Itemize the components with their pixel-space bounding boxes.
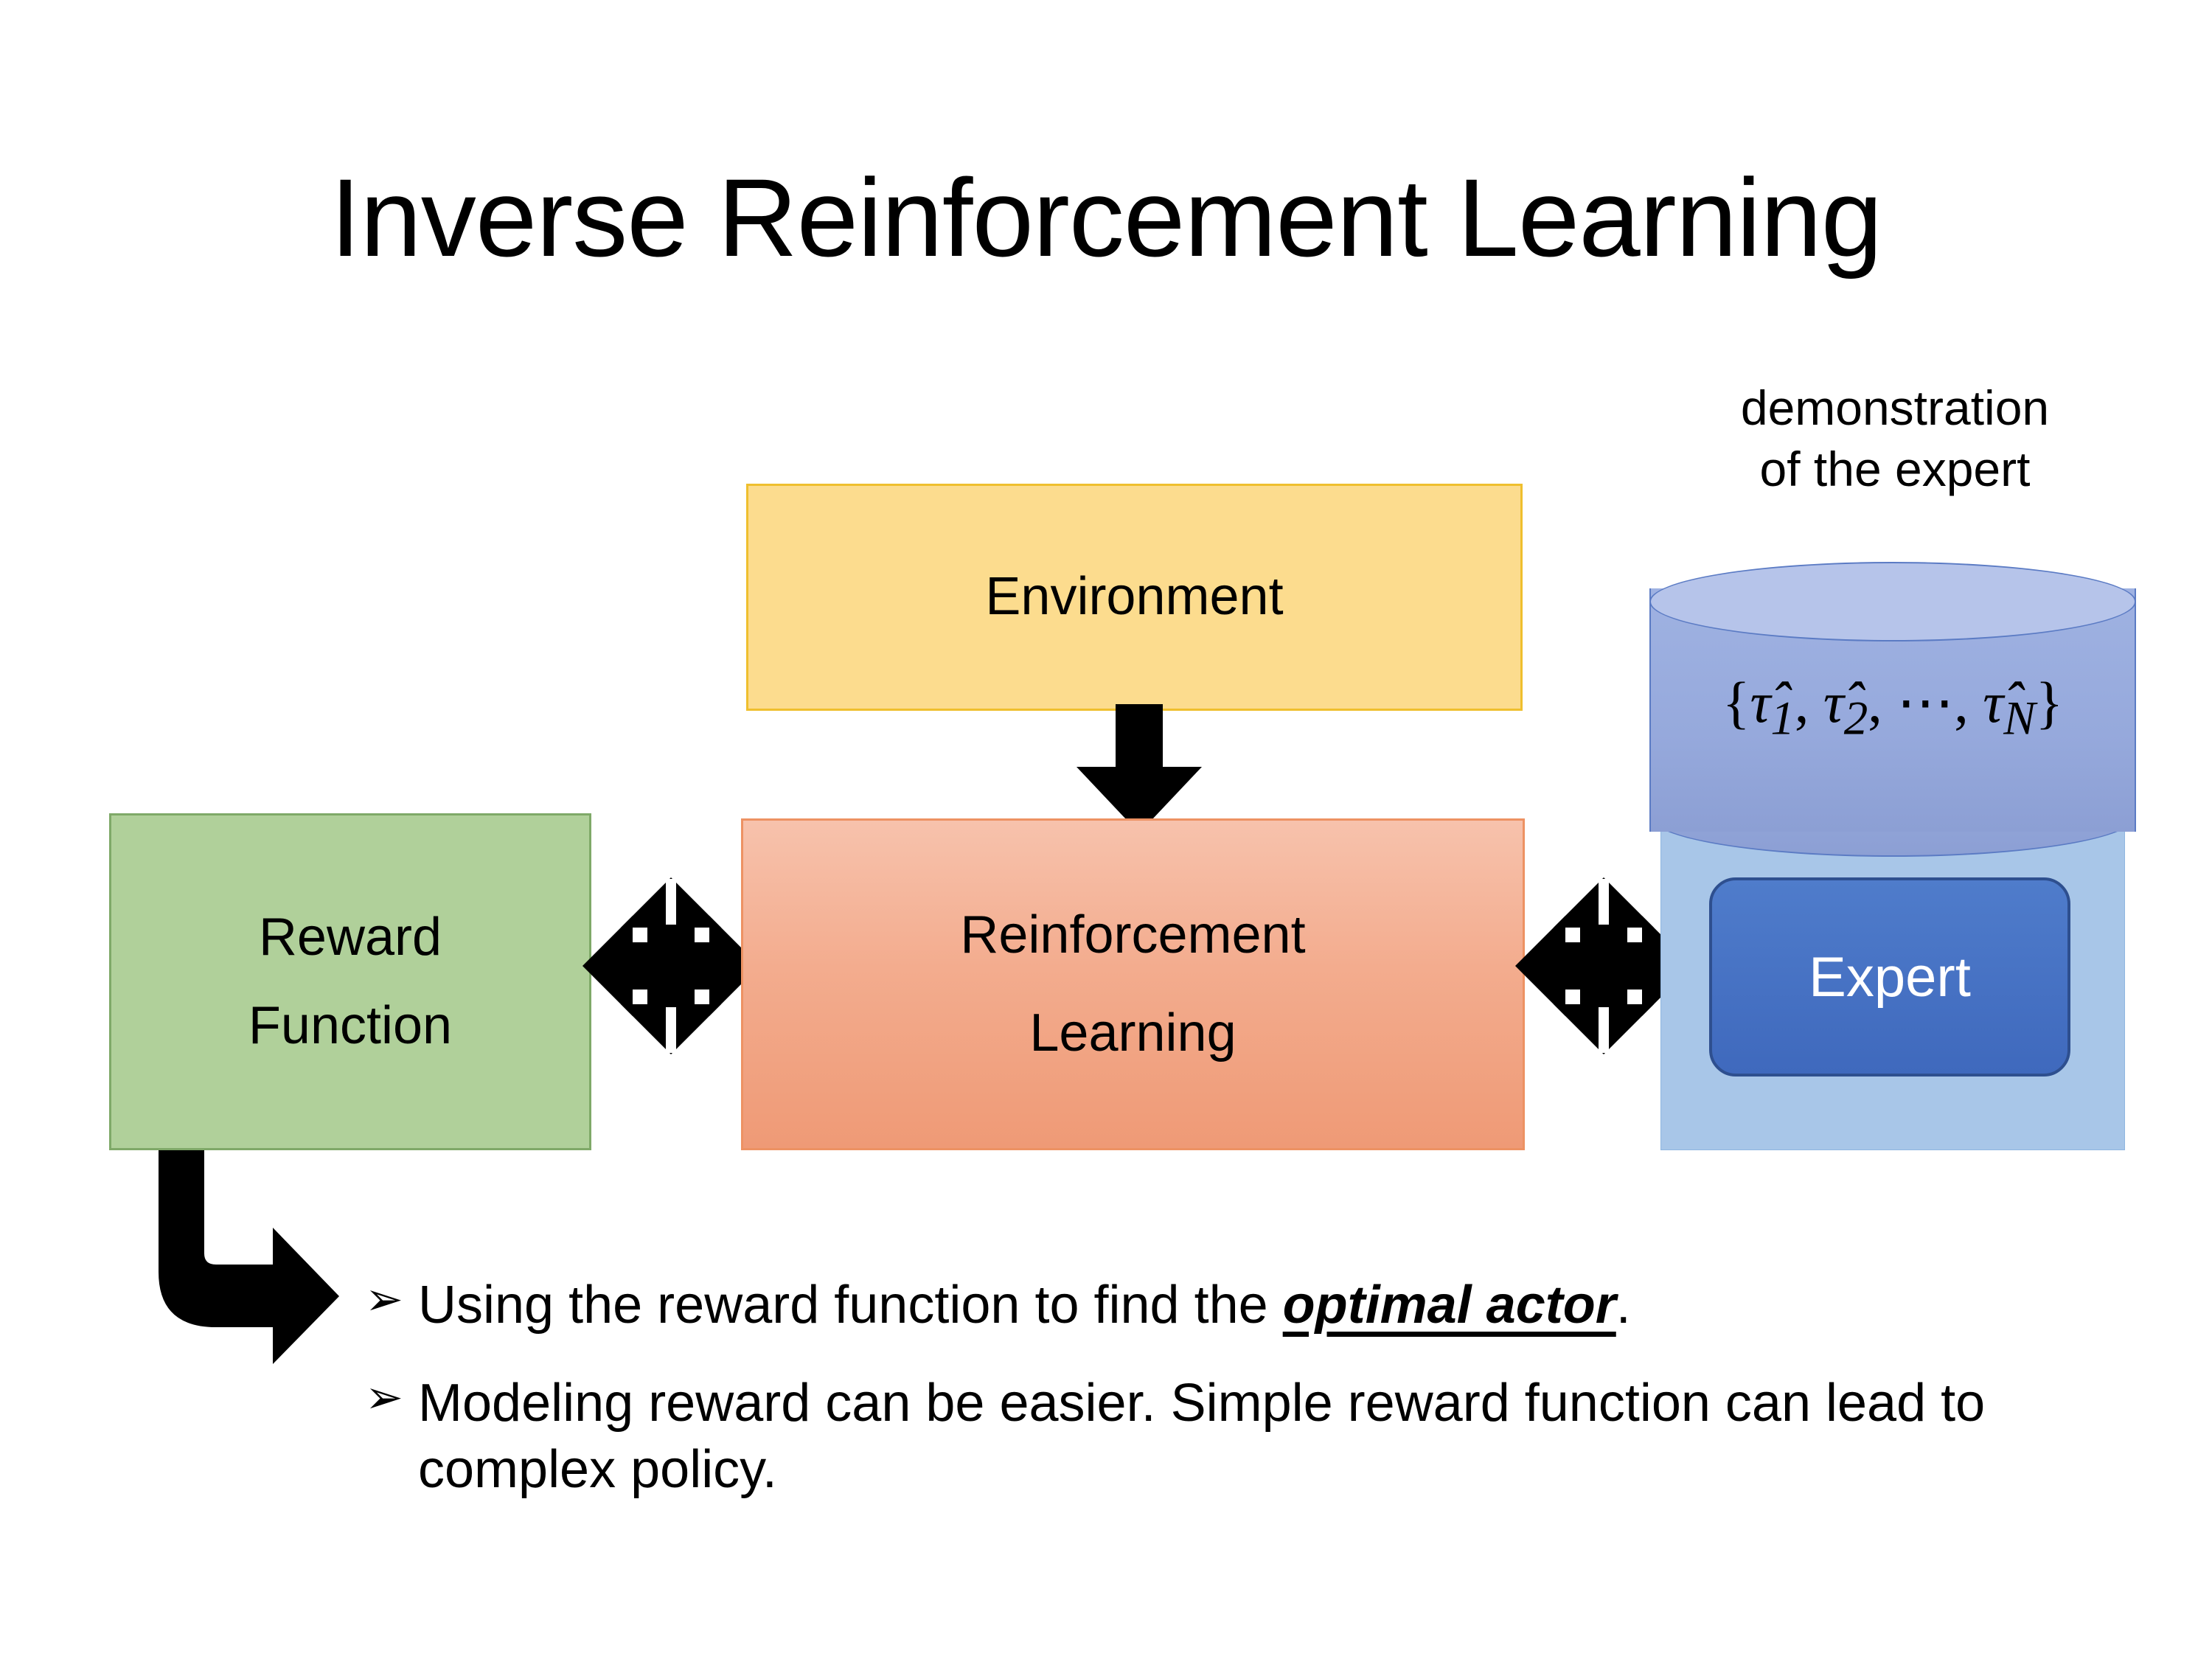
bent-arrow-reward-to-bullet-icon — [159, 1150, 339, 1364]
formula-tau-2: τ̂ — [1823, 670, 1844, 734]
expert-box: Expert — [1709, 877, 2070, 1077]
formula-close-brace: } — [2035, 670, 2064, 734]
formula-tau-1-subscript: 1 — [1770, 692, 1795, 745]
double-headed-arrow-reward-reinforcement-icon — [582, 877, 759, 1054]
bullet-arrow-icon: ➢ — [365, 1274, 403, 1325]
environment-box-label: Environment — [985, 567, 1284, 627]
reward-function-box: Reward Function — [109, 813, 591, 1150]
formula-tau-2-subscript: 2 — [1843, 692, 1868, 745]
demonstration-cylinder: {τ̂1, τ̂2, ⋯, τ̂N} — [1649, 562, 2136, 857]
formula-tau-n: τ̂ — [1983, 670, 2004, 734]
bullet-item-2: ➢ Modeling reward can be easier. Simple … — [365, 1370, 2083, 1503]
double-headed-arrow-reinforcement-expert-icon — [1515, 877, 1692, 1054]
reinforcement-learning-box: Reinforcement Learning — [741, 818, 1525, 1150]
environment-box: Environment — [746, 484, 1523, 711]
reinforcement-learning-label-line1: Reinforcement — [960, 905, 1306, 964]
demonstration-caption: demonstration of the expert — [1637, 378, 2153, 499]
demonstration-caption-line1: demonstration — [1740, 380, 2050, 435]
cylinder-top-ellipse — [1649, 562, 2136, 641]
reward-function-label-line1: Reward — [258, 908, 442, 967]
reward-function-label-line2: Function — [248, 995, 453, 1055]
formula-comma-3: , — [1954, 670, 1983, 734]
bullet-arrow-icon: ➢ — [365, 1371, 403, 1423]
expert-box-label: Expert — [1809, 945, 1971, 1009]
formula-comma-2: , — [1868, 670, 1897, 734]
formula-ellipsis: ⋯ — [1896, 670, 1955, 734]
formula-open-brace: { — [1722, 670, 1750, 734]
demonstration-caption-line2: of the expert — [1759, 441, 2031, 496]
bullet-list: ➢ Using the reward function to find the … — [365, 1272, 2083, 1534]
bullet-1-emphasis: optimal actor — [1282, 1276, 1616, 1335]
page-title: Inverse Reinforcement Learning — [330, 156, 1883, 279]
reinforcement-learning-label-line2: Learning — [1029, 1004, 1237, 1062]
bullet-item-1-text: Using the reward function to find the op… — [418, 1272, 2083, 1339]
bullet-1-pre: Using the reward function to find the — [418, 1276, 1283, 1335]
trajectory-set-formula: {τ̂1, τ̂2, ⋯, τ̂N} — [1649, 669, 2136, 747]
bullet-item-2-text: Modeling reward can be easier. Simple re… — [418, 1373, 1986, 1500]
formula-comma-1: , — [1794, 670, 1823, 734]
formula-tau-1: τ̂ — [1750, 670, 1771, 734]
arrow-environment-to-reinforcement-learning-icon — [1077, 704, 1202, 833]
bullet-item-1: ➢ Using the reward function to find the … — [365, 1272, 2083, 1339]
bullet-1-post: . — [1615, 1276, 1631, 1335]
formula-tau-n-subscript: N — [2003, 692, 2036, 745]
